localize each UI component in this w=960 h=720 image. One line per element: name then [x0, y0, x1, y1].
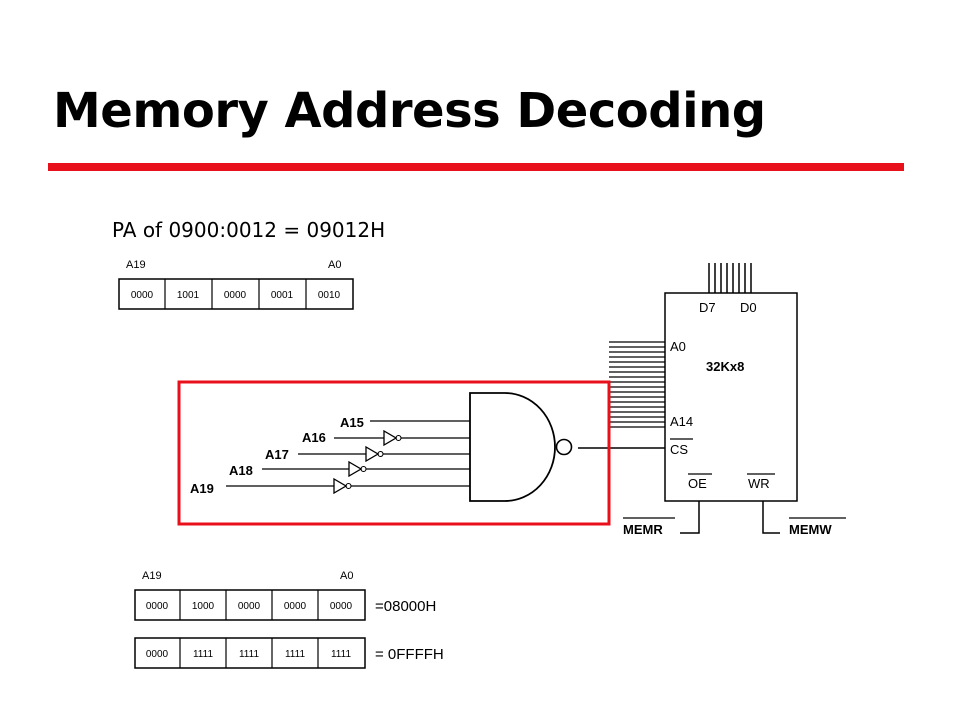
range-table-cell: 0000	[330, 601, 353, 612]
chip-oe-label: OE	[688, 476, 707, 491]
range-table-cell: 1111	[285, 649, 305, 660]
top-register-cell: 0000	[131, 290, 154, 301]
title-divider	[48, 163, 904, 171]
input-a17-label: A17	[265, 447, 289, 462]
chip-d7-label: D7	[699, 300, 716, 315]
chip-wr-label: WR	[748, 476, 770, 491]
input-a15-label: A15	[340, 415, 364, 430]
range-table-cell: 0000	[146, 649, 169, 660]
top-register-cell: 0001	[271, 290, 294, 301]
decoder-highlight-box	[177, 380, 611, 526]
top-address-register: A19 A0 0000 1001 0000 0001 0010	[118, 259, 354, 310]
memory-chip: D7 D0 A0 32Kx8 A14 CS OE WR MEMR M	[578, 263, 846, 537]
range-table-cell: 0000	[284, 601, 307, 612]
input-a16-label: A16	[302, 430, 326, 445]
input-a19-label: A19	[190, 481, 214, 496]
address-decoder: A15 A16 A17 A18 A19	[190, 392, 573, 502]
memr-label: MEMR	[623, 522, 663, 537]
top-register-cell: 0000	[224, 290, 247, 301]
chip-a14-label: A14	[670, 414, 693, 429]
address-range-table: A19 A0 0000 1000 0000 0000 0000 =08000H …	[134, 570, 444, 669]
range-table-cell: 0000	[238, 601, 261, 612]
range-table-cell: 1000	[192, 601, 215, 612]
range-end-result: = 0FFFFH	[375, 646, 444, 663]
memw-label: MEMW	[789, 522, 832, 537]
range-table-cell: 1111	[193, 649, 213, 660]
physical-address-text: PA of 0900:0012 = 09012H	[112, 218, 386, 242]
chip-size-label: 32Kx8	[706, 359, 744, 374]
range-table-cell: 1111	[239, 649, 259, 660]
range-start-result: =08000H	[375, 598, 436, 615]
range-table-msb-label: A19	[142, 570, 162, 582]
input-a18-label: A18	[229, 463, 253, 478]
chip-cs-label: CS	[670, 442, 688, 457]
slide-title: Memory Address Decoding	[53, 83, 766, 139]
top-register-lsb-label: A0	[328, 259, 341, 271]
chip-a0-label: A0	[670, 339, 686, 354]
top-register-msb-label: A19	[126, 259, 146, 271]
top-register-cell: 1001	[177, 290, 200, 301]
chip-d0-label: D0	[740, 300, 757, 315]
range-table-lsb-label: A0	[340, 570, 353, 582]
range-table-cell: 0000	[146, 601, 169, 612]
range-table-cell: 1111	[331, 649, 351, 660]
top-register-cell: 0010	[318, 290, 341, 301]
